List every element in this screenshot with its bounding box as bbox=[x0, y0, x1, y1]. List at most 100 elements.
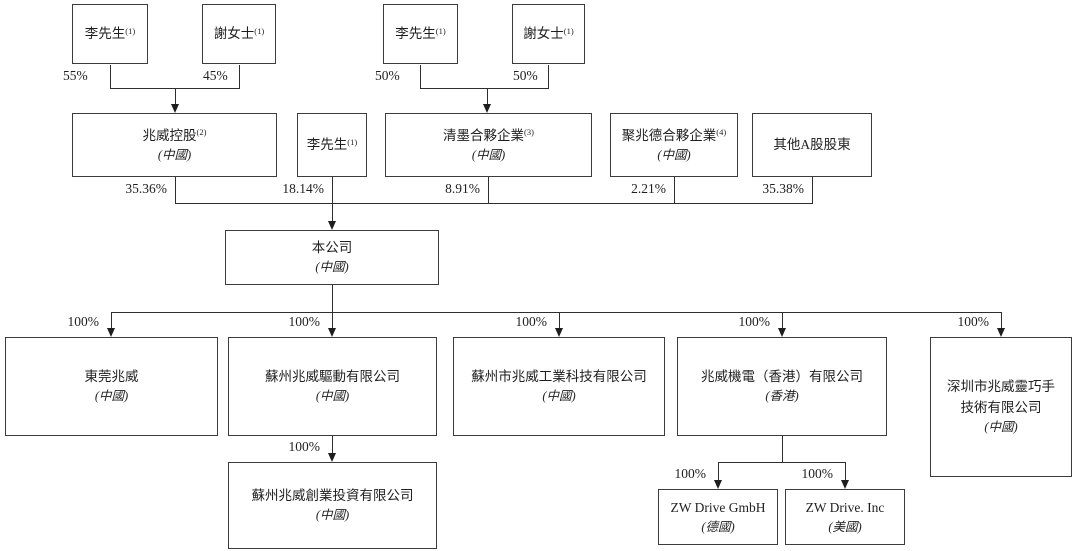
footnote-sup: (1) bbox=[347, 136, 358, 147]
arrowhead-down-icon bbox=[714, 480, 722, 489]
arrowhead-down-icon bbox=[107, 328, 115, 337]
node-suzhou-zhaowei-industrial-tech: 蘇州市兆威工業科技有限公司 (中國) bbox=[453, 337, 665, 436]
node-juzhaode-partnership: 聚兆德合夥企業(4) (中國) bbox=[610, 113, 738, 177]
shareholder-name: 李先生 bbox=[306, 136, 348, 152]
connector-line bbox=[332, 436, 333, 453]
ownership-pct: 100% bbox=[515, 314, 548, 329]
ownership-pct: 8.91% bbox=[445, 181, 480, 196]
connector-line bbox=[718, 462, 845, 463]
node-xie-ms-1: 謝女士(1) bbox=[202, 4, 276, 64]
jurisdiction-label: (中國) bbox=[315, 508, 350, 523]
ownership-pct: 100% bbox=[288, 314, 321, 329]
shareholder-name: 清墨合夥企業 bbox=[443, 127, 525, 143]
connector-line bbox=[487, 88, 488, 105]
connector-line bbox=[812, 177, 813, 203]
arrowhead-down-icon bbox=[555, 328, 563, 337]
shareholder-name: 聚兆德合夥企業 bbox=[621, 127, 717, 143]
connector-line bbox=[239, 65, 240, 88]
ownership-pct: 45% bbox=[203, 68, 228, 83]
connector-line bbox=[110, 65, 111, 88]
subsidiary-name: 蘇州兆威創業投資有限公司 bbox=[251, 488, 414, 503]
footnote-sup: (3) bbox=[524, 127, 534, 138]
jurisdiction-label: (香港) bbox=[765, 389, 799, 404]
company-name: 本公司 bbox=[311, 240, 353, 255]
ownership-pct: 100% bbox=[738, 314, 771, 329]
node-other-a-shareholders: 其他A股股東 bbox=[752, 113, 872, 177]
ownership-pct: 50% bbox=[513, 68, 538, 83]
ownership-pct: 100% bbox=[957, 314, 990, 329]
connector-line bbox=[111, 312, 1001, 313]
ownership-pct: 100% bbox=[801, 466, 834, 481]
node-qingmo-partnership: 清墨合夥企業(3) (中國) bbox=[385, 113, 592, 177]
owner-name: 李先生 bbox=[395, 25, 436, 41]
arrowhead-down-icon bbox=[841, 480, 849, 489]
footnote-sup: (4) bbox=[716, 127, 727, 138]
connector-line bbox=[718, 462, 719, 480]
connector-line bbox=[175, 203, 813, 204]
connector-line bbox=[332, 203, 333, 221]
shareholder-name: 兆威控股 bbox=[142, 127, 197, 143]
arrowhead-down-icon bbox=[328, 328, 336, 337]
arrowhead-down-icon bbox=[328, 221, 336, 230]
jurisdiction-label: (中國) bbox=[984, 419, 1018, 434]
node-li-mr-2: 李先生(1) bbox=[383, 4, 458, 64]
node-zw-drive-gmbh: ZW Drive GmbH (德國) bbox=[658, 489, 778, 545]
connector-line bbox=[674, 177, 675, 203]
node-suzhou-zhaowei-drive: 蘇州兆威驅動有限公司 (中國) bbox=[228, 337, 437, 436]
arrowhead-down-icon bbox=[328, 453, 336, 462]
owner-name: 謝女士 bbox=[213, 25, 255, 41]
jurisdiction-label: (中國) bbox=[471, 147, 506, 162]
arrowhead-down-icon bbox=[171, 104, 179, 113]
subsidiary-name: ZW Drive GmbH bbox=[670, 499, 766, 515]
subsidiary-name: 兆威機電（香港）有限公司 bbox=[701, 369, 863, 384]
ownership-pct: 50% bbox=[375, 68, 400, 83]
connector-line bbox=[175, 177, 176, 203]
node-suzhou-venture-investment: 蘇州兆威創業投資有限公司 (中國) bbox=[228, 462, 437, 549]
connector-line bbox=[420, 88, 549, 89]
node-li-mr-direct: 李先生(1) bbox=[297, 113, 367, 177]
arrowhead-down-icon bbox=[483, 104, 491, 113]
jurisdiction-label: (中國) bbox=[542, 389, 576, 404]
connector-line bbox=[782, 312, 783, 328]
connector-line bbox=[332, 177, 333, 203]
jurisdiction-label: (德國) bbox=[701, 519, 735, 534]
connector-line bbox=[845, 462, 846, 480]
subsidiary-name: ZW Drive. Inc bbox=[805, 499, 885, 515]
connector-line bbox=[559, 312, 560, 328]
jurisdiction-label: (中國) bbox=[94, 389, 129, 404]
ownership-pct: 18.14% bbox=[282, 181, 324, 196]
footnote-sup: (1) bbox=[254, 25, 265, 36]
footnote-sup: (1) bbox=[125, 25, 136, 36]
jurisdiction-label: (中國) bbox=[315, 260, 349, 275]
node-dongguan-zhaowei: 東莞兆威 (中國) bbox=[5, 337, 218, 436]
subsidiary-name: 蘇州市兆威工業科技有限公司 bbox=[471, 369, 647, 384]
ownership-pct: 100% bbox=[288, 439, 321, 454]
subsidiary-name-line2: 技術有限公司 bbox=[960, 399, 1042, 415]
ownership-pct: 35.38% bbox=[762, 181, 804, 196]
ownership-pct: 55% bbox=[63, 68, 88, 83]
connector-line bbox=[332, 312, 333, 328]
connector-line bbox=[111, 312, 112, 328]
owner-name: 李先生 bbox=[84, 25, 126, 41]
connector-line bbox=[548, 65, 549, 88]
ownership-pct: 100% bbox=[67, 314, 100, 329]
connector-line bbox=[488, 177, 489, 203]
subsidiary-name: 蘇州兆威驅動有限公司 bbox=[265, 369, 400, 384]
ownership-pct: 100% bbox=[674, 466, 707, 481]
connector-line bbox=[1001, 312, 1002, 328]
jurisdiction-label: (中國) bbox=[657, 147, 691, 162]
node-shenzhen-dexterous-hand: 深圳市兆威靈巧手技術有限公司 (中國) bbox=[930, 337, 1072, 477]
node-xie-ms-2: 謝女士(1) bbox=[512, 4, 585, 64]
footnote-sup: (2) bbox=[196, 127, 207, 138]
node-zhaowei-mechatronics-hk: 兆威機電（香港）有限公司 (香港) bbox=[677, 337, 887, 436]
owner-name: 謝女士 bbox=[523, 25, 564, 41]
subsidiary-name: 東莞兆威 bbox=[84, 369, 139, 384]
connector-line bbox=[420, 65, 421, 88]
ownership-pct: 35.36% bbox=[125, 181, 167, 196]
node-zw-drive-inc: ZW Drive. Inc (美國) bbox=[785, 489, 905, 545]
footnote-sup: (1) bbox=[435, 25, 446, 36]
connector-line bbox=[175, 88, 176, 105]
shareholder-name: 其他A股股東 bbox=[773, 136, 851, 152]
node-zhaowei-holdings: 兆威控股(2) (中國) bbox=[72, 113, 277, 177]
